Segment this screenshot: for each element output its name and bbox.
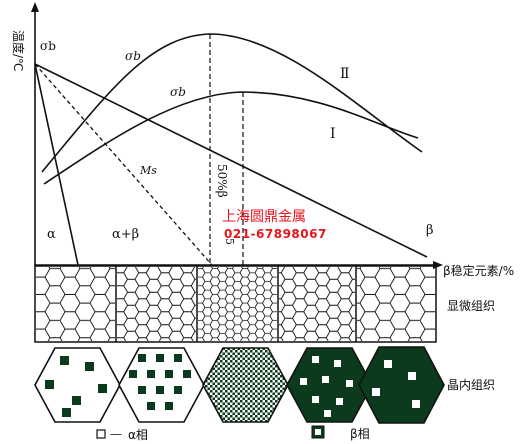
grain-hex-50-beta <box>202 347 289 423</box>
micro-row-frame <box>34 265 437 343</box>
curve-II <box>41 33 423 173</box>
micro-tile-alpha-beta <box>117 267 196 341</box>
micro-row-label: 显微组织 <box>447 299 495 313</box>
legend-alpha-phase: α相 <box>128 428 148 442</box>
watermark-company: 上海圆鼎金属 <box>222 209 306 225</box>
curves <box>34 33 428 266</box>
x-axis-label: β稳定元素/% <box>443 263 514 278</box>
legend: — α相 β相 <box>96 425 370 442</box>
region-alpha-label: α <box>47 227 56 242</box>
micro-tile-alpha <box>36 267 115 341</box>
curve-II-label: Ⅱ <box>340 66 350 82</box>
legend-alpha-dash: — <box>110 427 122 441</box>
grain-row: 晶内组织 <box>34 346 495 424</box>
grain-hex-beta <box>358 346 445 424</box>
watermark-phone: 021-67898067 <box>224 227 327 241</box>
axes: 温度/℃ β稳定元素/% <box>11 2 514 278</box>
ms-line <box>34 63 213 266</box>
beta-transus-line <box>34 63 428 258</box>
micro-tile-beta-rich <box>279 267 355 341</box>
composition-label: 50%β <box>215 164 229 198</box>
curve-I-label: Ⅰ <box>330 126 336 142</box>
region-beta-label: β <box>426 223 434 238</box>
sigma-left-label: σb <box>40 39 56 53</box>
alpha-boundary-line <box>34 63 79 266</box>
grain-row-label: 晶内组织 <box>447 378 495 392</box>
region-alpha-beta-label: α+β <box>112 227 139 242</box>
alpha-phase-swatch-icon <box>96 429 106 439</box>
watermark: 上海圆鼎金属 021-67898067 <box>222 209 327 241</box>
curve-labels: σb σb σb Ⅱ Ⅰ Ms 50%β 5 <box>40 39 350 245</box>
micro-tile-50-beta <box>198 267 277 341</box>
sigma-lower-label: σb <box>170 85 186 99</box>
ms-label: Ms <box>139 164 157 177</box>
curve-I <box>43 91 419 185</box>
sigma-upper-label: σb <box>125 49 141 63</box>
composition-prefix-label: 5 <box>223 238 236 245</box>
microstructure-row: 显微组织 <box>34 265 495 343</box>
y-axis-arrow-icon <box>31 2 39 12</box>
y-axis-label: 温度/℃ <box>11 30 26 72</box>
micro-tile-beta <box>357 267 435 341</box>
region-labels: α α+β β <box>47 223 434 242</box>
beta-phase-swatch-inner <box>315 429 321 435</box>
grain-hex-alpha-beta <box>118 347 205 423</box>
grain-hex-alpha <box>34 347 121 423</box>
legend-beta-phase: β相 <box>350 427 370 441</box>
